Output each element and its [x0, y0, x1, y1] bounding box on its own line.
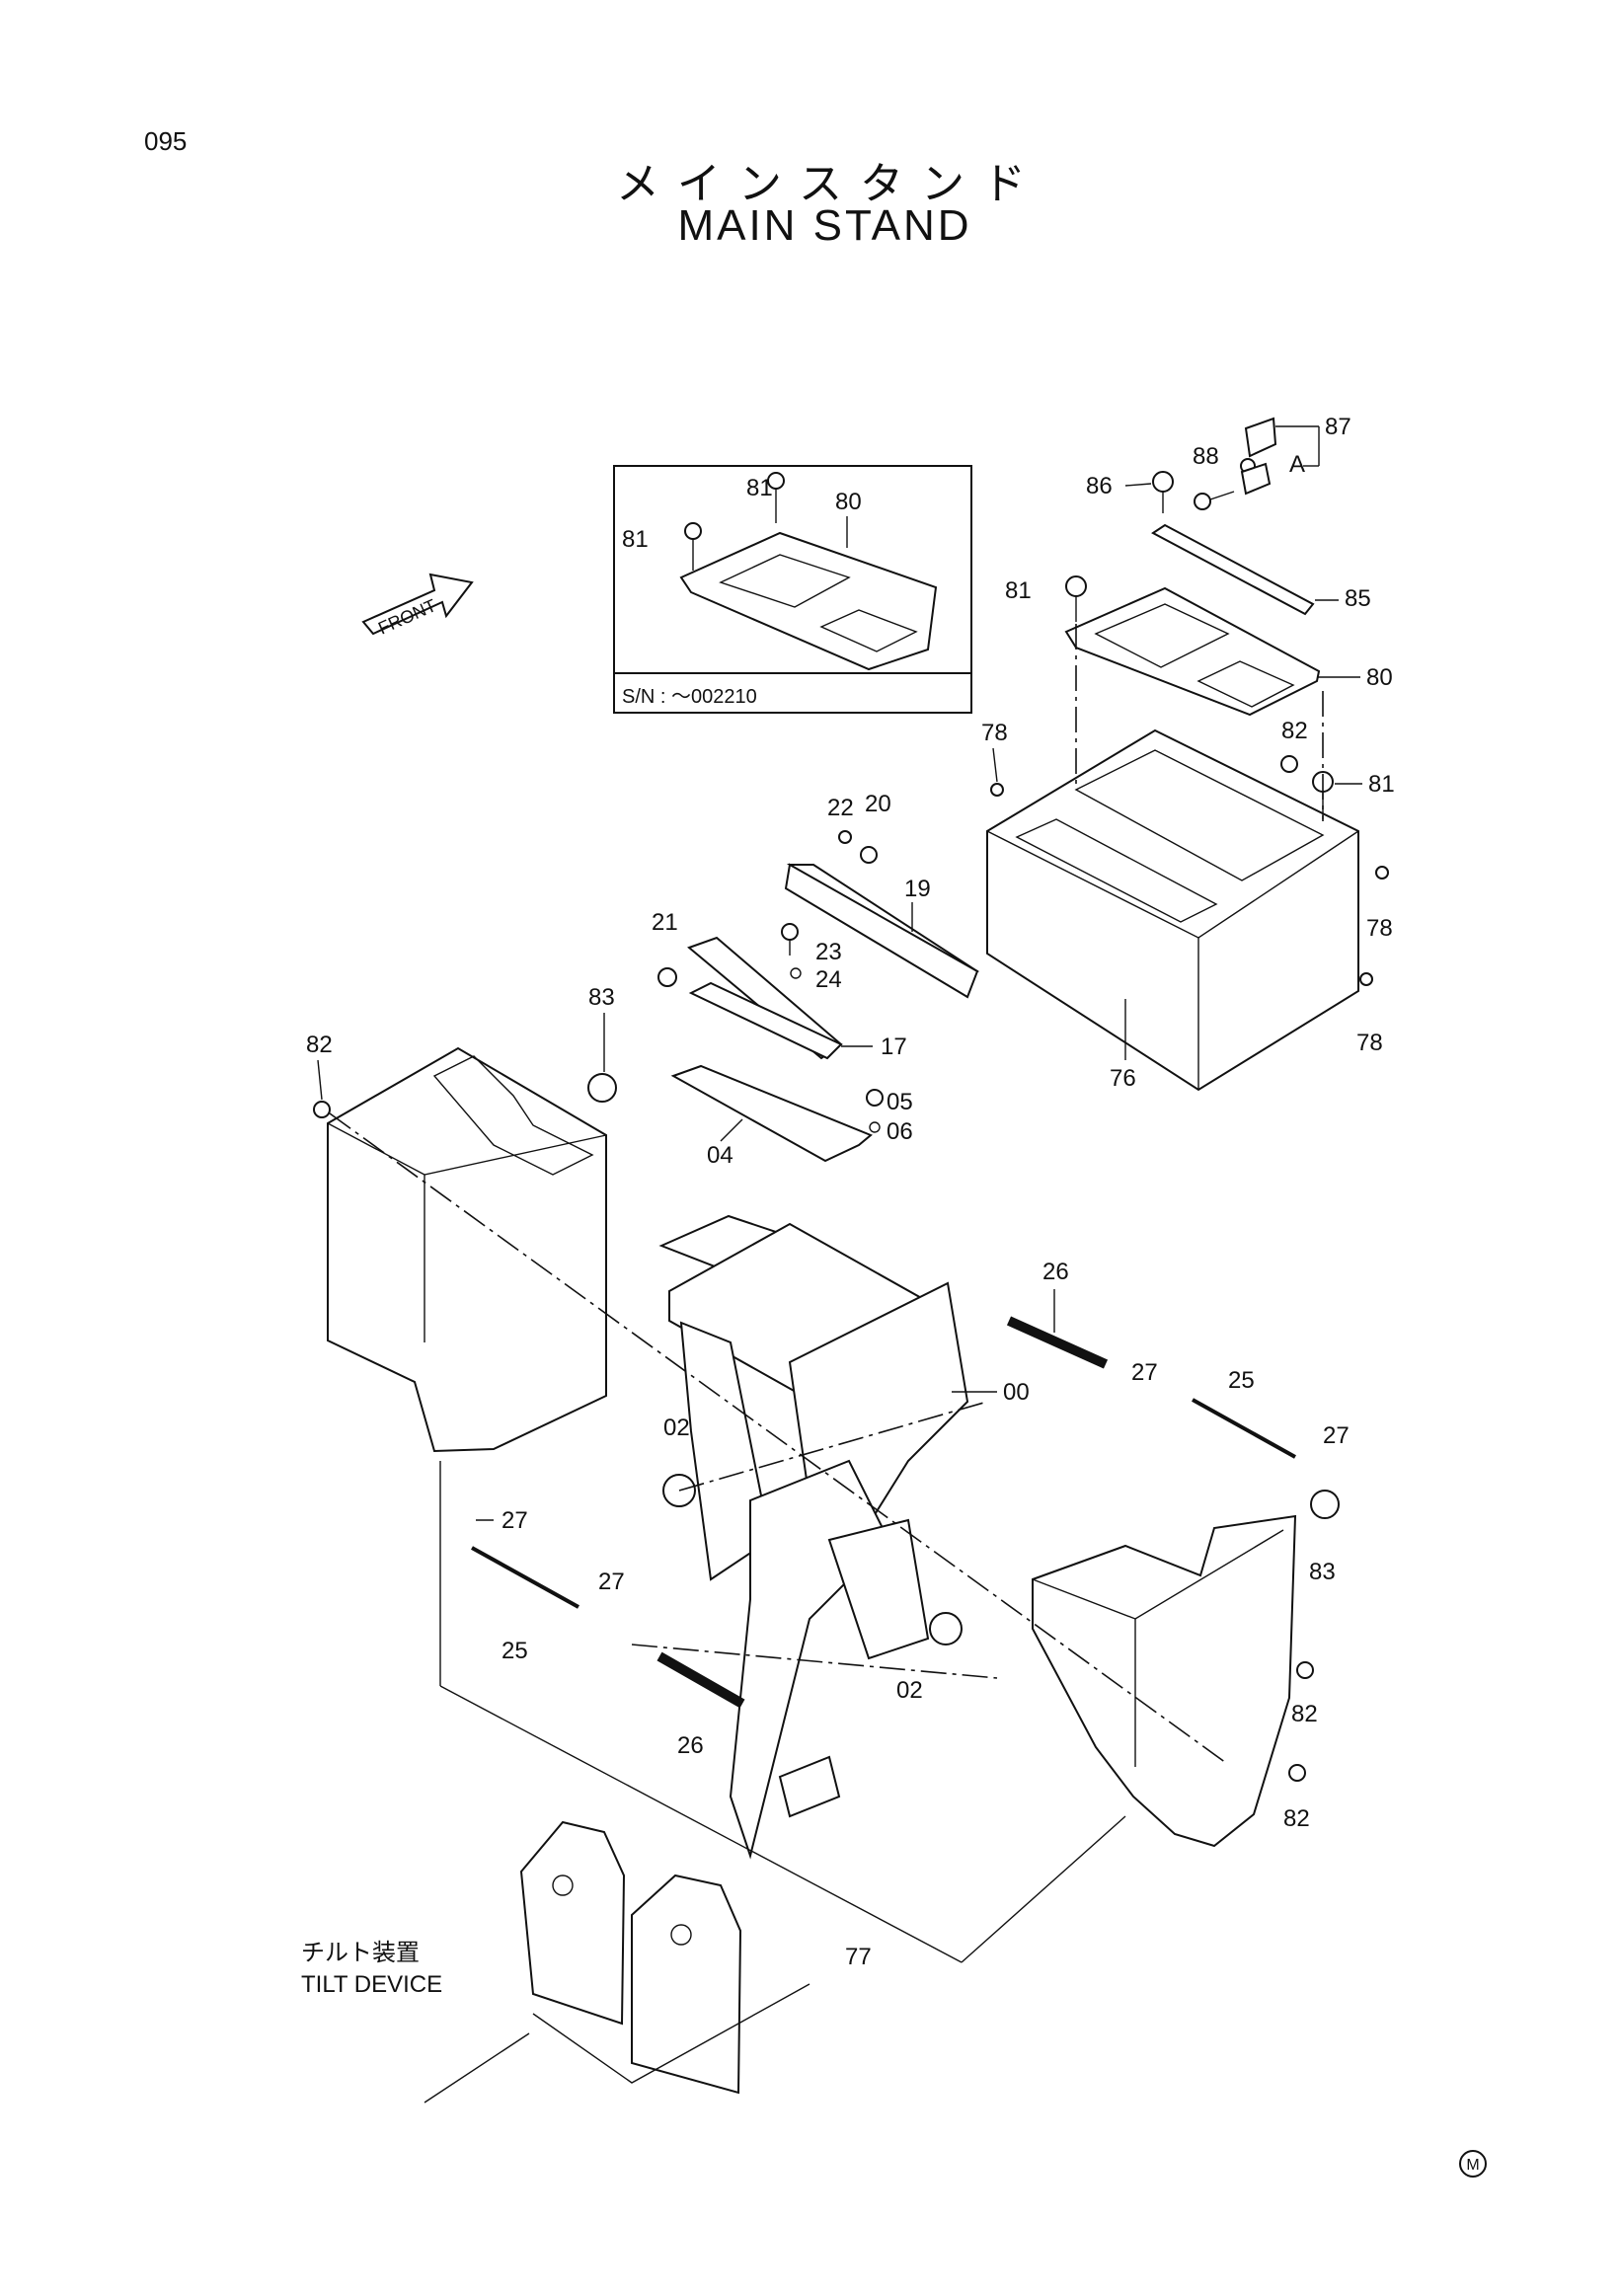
callout-22: 22	[827, 795, 854, 821]
inset-callout-81a: 81	[746, 475, 773, 501]
callout-24: 24	[815, 966, 842, 993]
tilt-bracket-front	[631, 1874, 742, 2095]
callout-27-b: 27	[1323, 1422, 1350, 1449]
center-plates: 19 22 20 17 21 23 24 04 05 06	[652, 791, 979, 1169]
callout-19: 19	[904, 876, 931, 902]
revision-marker: M	[1459, 2150, 1487, 2178]
callout-82-left: 82	[306, 1032, 333, 1058]
left-side-cover: 83 82	[306, 984, 617, 1453]
callout-05: 05	[887, 1089, 913, 1115]
callout-27-c: 27	[501, 1507, 528, 1534]
callout-87: 87	[1325, 414, 1351, 440]
inset-cover-plate	[679, 531, 938, 671]
grommet-83-right	[1310, 1490, 1340, 1519]
callout-81-top: 81	[1005, 577, 1032, 604]
callout-26-bot: 26	[677, 1732, 704, 1759]
title-english: MAIN STAND	[677, 201, 972, 250]
callout-86: 86	[1086, 473, 1113, 499]
bushing-02-bot	[929, 1612, 963, 1645]
callout-20: 20	[865, 791, 891, 817]
side-cover-left	[327, 1046, 607, 1453]
callout-88: 88	[1193, 443, 1219, 470]
callout-02-top: 02	[663, 1415, 690, 1441]
tilt-bracket-back	[519, 1820, 626, 2026]
callout-78-c: 78	[1356, 1030, 1383, 1056]
tilt-device-label: チルト装置 TILT DEVICE	[301, 1938, 442, 2001]
callout-A: A	[1289, 451, 1305, 478]
front-arrow: FRONT	[361, 573, 474, 639]
callout-27-d: 27	[598, 1569, 625, 1595]
callout-25-top: 25	[1228, 1367, 1255, 1394]
inset-callout-81b: 81	[622, 526, 649, 553]
callout-78-b: 78	[1366, 915, 1393, 942]
pins-and-rods: 26 25 27 27 02 27 27 25 26 02	[329, 1112, 1350, 1764]
callout-81-right: 81	[1368, 771, 1395, 798]
callout-77-group: 77	[439, 1461, 1126, 1970]
bracket-bar-85	[1151, 523, 1315, 616]
callout-17: 17	[881, 1033, 907, 1060]
callout-00: 00	[1003, 1379, 1030, 1406]
page-number: 095	[144, 126, 188, 156]
cover-box-76	[986, 728, 1359, 1092]
grommet-83-left	[587, 1073, 617, 1103]
callout-27-a: 27	[1131, 1359, 1158, 1386]
tilt-device	[424, 1820, 810, 2104]
side-cover-right	[1032, 1514, 1297, 1848]
tilt-device-jp: チルト装置	[301, 1940, 420, 1966]
inset-callout-80: 80	[835, 489, 862, 515]
callout-06: 06	[887, 1118, 913, 1145]
callout-82-r2: 82	[1283, 1805, 1310, 1832]
callout-77: 77	[845, 1944, 872, 1970]
callout-76: 76	[1110, 1065, 1136, 1092]
title-japanese: メインスタンド	[615, 159, 1044, 209]
callout-26-top: 26	[1042, 1259, 1069, 1285]
tilt-device-en: TILT DEVICE	[301, 1971, 443, 1998]
callout-83-right: 83	[1309, 1559, 1336, 1585]
cover-assembly: 87 A 88 86 85 81 80 76 78	[981, 414, 1395, 1092]
callout-25-bot: 25	[501, 1638, 528, 1664]
callout-85: 85	[1345, 585, 1371, 612]
callout-21: 21	[652, 909, 678, 936]
plate-04	[670, 1064, 873, 1163]
callout-78-a: 78	[981, 720, 1008, 746]
callout-80-top: 80	[1366, 664, 1393, 691]
callout-02-bot: 02	[896, 1677, 923, 1704]
main-stand-frame: 00	[658, 1214, 1030, 1860]
callout-82-r1: 82	[1291, 1701, 1318, 1727]
callout-04: 04	[707, 1142, 733, 1169]
right-side-cover: 83 82 82	[1032, 1490, 1340, 1848]
callout-83-left: 83	[588, 984, 615, 1011]
inset-box: 81 81 80 S/N : ～002210	[613, 465, 972, 714]
callout-23: 23	[815, 939, 842, 965]
callout-82-top: 82	[1281, 718, 1308, 744]
inset-serial: S/N : ～002210	[622, 686, 757, 708]
